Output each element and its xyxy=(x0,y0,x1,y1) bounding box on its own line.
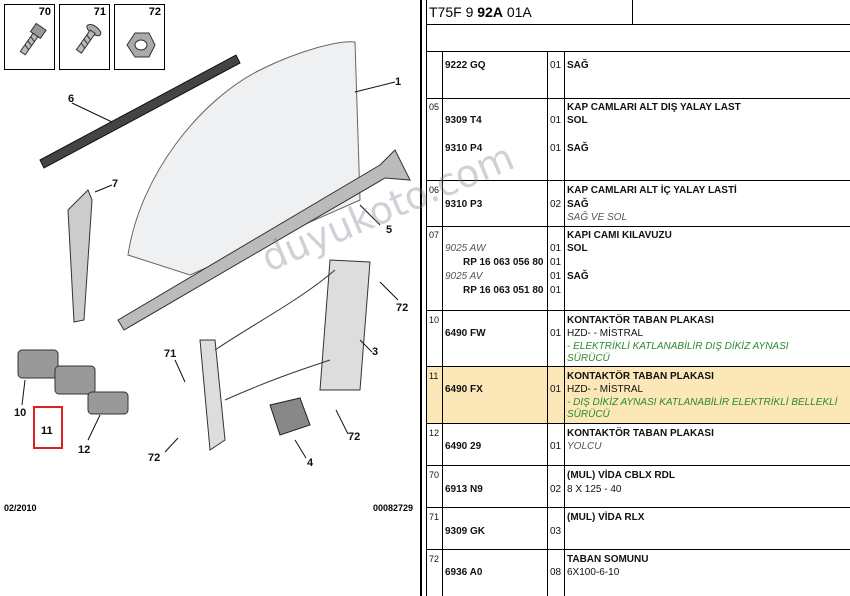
table-row[interactable]: 06 9310 P3 02 KAP CAMLARI ALT İÇ YALAY L… xyxy=(427,181,850,227)
nut-icon xyxy=(126,32,156,58)
thumb-71[interactable]: 71 xyxy=(59,4,110,70)
callout-12: 12 xyxy=(78,444,91,456)
fastener-thumbnails: 70 71 72 xyxy=(4,4,165,70)
thumb-number: 71 xyxy=(93,6,106,18)
parts-diagram: 70 71 72 xyxy=(0,0,420,596)
callout-72b: 72 xyxy=(148,452,161,464)
thumb-number: 72 xyxy=(148,6,161,18)
table-row[interactable]: 07 9025 AW RP 16 063 056 80 9025 AV RP 1… xyxy=(427,227,850,311)
highlight-box-11: 11 xyxy=(33,406,63,449)
catalog-code: T75F 9 92A 01A xyxy=(429,4,532,20)
callout-3: 3 xyxy=(372,346,379,358)
parts-table: T75F 9 92A 01A 9222 GQ 01 SAĞ 05 9309 T4… xyxy=(427,0,850,596)
footer-code: 00082729 xyxy=(373,503,414,513)
table-row[interactable]: 9222 GQ 01 SAĞ xyxy=(427,52,850,99)
callout-11: 11 xyxy=(41,425,53,437)
footer-date: 02/2010 xyxy=(4,503,37,513)
thumb-72[interactable]: 72 xyxy=(114,4,165,70)
screw-icon xyxy=(75,23,102,54)
divider xyxy=(420,0,422,596)
table-row[interactable]: 71 9309 GK 03 (MUL) VİDA RLX xyxy=(427,508,850,550)
thumb-number: 70 xyxy=(38,6,51,18)
callout-72c: 72 xyxy=(348,431,361,443)
callout-7: 7 xyxy=(112,178,119,190)
table-subheader xyxy=(427,25,850,52)
callout-4: 4 xyxy=(307,457,314,469)
callout-1: 1 xyxy=(395,76,402,88)
callout-6: 6 xyxy=(68,93,75,105)
divider xyxy=(426,0,427,596)
table-header: T75F 9 92A 01A xyxy=(427,0,850,25)
callout-10: 10 xyxy=(14,407,27,419)
screw-icon xyxy=(19,22,47,56)
thumb-70[interactable]: 70 xyxy=(4,4,55,70)
callout-72a: 72 xyxy=(396,302,409,314)
callout-71: 71 xyxy=(164,348,177,360)
door-parts-illustration xyxy=(17,41,411,459)
callout-5: 5 xyxy=(386,224,393,236)
